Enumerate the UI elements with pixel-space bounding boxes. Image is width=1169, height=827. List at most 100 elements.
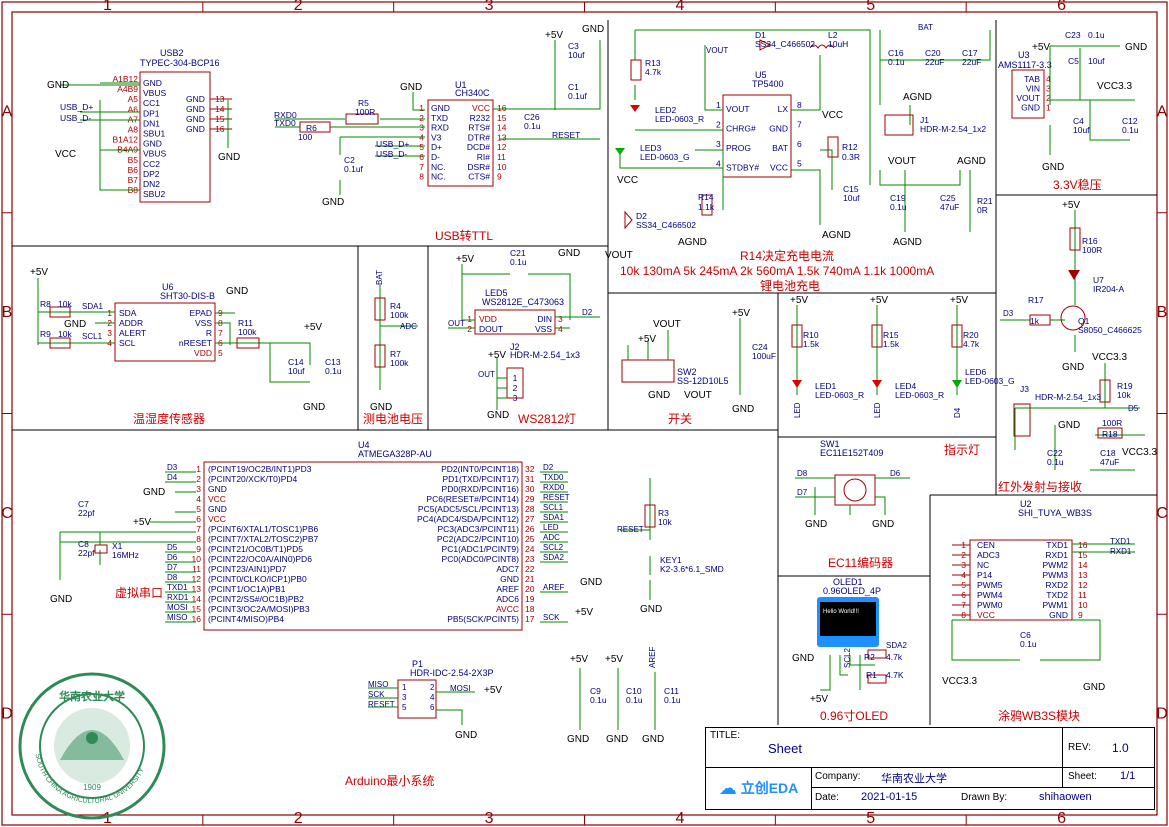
ch340-pin-number: 9 xyxy=(497,172,502,182)
frame-row-label: A xyxy=(2,103,13,120)
svg-text:GND: GND xyxy=(64,319,86,330)
svg-text:AGND: AGND xyxy=(903,92,932,103)
svg-text:VOUT: VOUT xyxy=(888,156,916,167)
svg-text:+5V: +5V xyxy=(1032,42,1050,53)
usb-pin-number: B1A12 xyxy=(112,135,138,145)
svg-text:+5V: +5V xyxy=(638,334,656,345)
svg-text:K2-3.6*6.1_SMD: K2-3.6*6.1_SMD xyxy=(660,564,724,574)
svg-text:VOUT: VOUT xyxy=(684,390,712,401)
frame-col-label: 2 xyxy=(294,810,303,827)
wb3s-pin-name: PWM0 xyxy=(977,600,1003,610)
frame-col-label: 2 xyxy=(294,0,303,14)
mcu-net-label: TXD0 xyxy=(543,473,564,482)
ch340-pin-number: 13 xyxy=(497,132,507,142)
ch340-pin-name: DTR# xyxy=(468,132,490,142)
svg-text:C17: C17 xyxy=(962,48,978,58)
svg-text:0.3R: 0.3R xyxy=(842,152,860,162)
ch340-pin-number: 15 xyxy=(497,113,507,123)
svg-text:J2: J2 xyxy=(510,342,520,352)
svg-text:J3: J3 xyxy=(1020,384,1029,394)
mcu-pin-name: PC6(RESET#/PCINT14) xyxy=(426,494,519,504)
svg-text:R7: R7 xyxy=(390,349,401,359)
svg-text:IR204-A: IR204-A xyxy=(1093,284,1125,294)
svg-text:R10: R10 xyxy=(803,330,819,340)
svg-text:GND: GND xyxy=(303,402,325,413)
svg-text:+5V: +5V xyxy=(545,30,563,41)
svg-text:0.1u: 0.1u xyxy=(664,695,681,705)
sht-pin-name: SCL xyxy=(119,338,136,348)
charger-pin-name: STDBY# xyxy=(726,163,759,173)
svg-text:+5V: +5V xyxy=(484,685,502,696)
svg-text:HDR-IDC-2.54-2X3P: HDR-IDC-2.54-2X3P xyxy=(410,668,494,678)
svg-text:1k: 1k xyxy=(1030,316,1040,326)
j2-pin-number: 2 xyxy=(513,383,518,393)
svg-text:U6: U6 xyxy=(162,282,174,292)
sht-pin-name: VDD xyxy=(194,348,212,358)
mcu-pin-number: 6 xyxy=(196,514,201,524)
charger-pin-name: LX xyxy=(778,104,789,114)
frame-row-label: C xyxy=(1,505,13,522)
svg-text:SCL2: SCL2 xyxy=(843,647,852,668)
mcu-net-label: SDA1 xyxy=(543,513,564,522)
ch340-pin-name: RXD xyxy=(431,123,449,133)
svg-text:C4: C4 xyxy=(1073,116,1084,126)
svg-text:C10: C10 xyxy=(626,686,642,696)
mcu-pin-number: 32 xyxy=(525,464,535,474)
mcu-pin-number: 3 xyxy=(196,484,201,494)
ch340-pin-name: R232 xyxy=(470,113,491,123)
mcu-pin-number: 27 xyxy=(525,514,535,524)
svg-text:10k: 10k xyxy=(58,329,72,339)
company-label: Company: xyxy=(815,771,861,782)
svg-text:ADC: ADC xyxy=(400,322,417,331)
mcu-pin-name: PC3(ADC3/PCINT11) xyxy=(437,524,519,534)
svg-text:SS34_C466502: SS34_C466502 xyxy=(636,220,696,230)
svg-text:SDA2: SDA2 xyxy=(886,641,907,650)
svg-text:U5: U5 xyxy=(755,70,767,80)
mcu-pin-name: PD2(INT0/PCINT18) xyxy=(441,464,519,474)
mcu-net-label: LED xyxy=(543,523,559,532)
j2-pin-number: 1 xyxy=(513,373,518,383)
svg-text:R19: R19 xyxy=(1117,381,1133,391)
ir-transceiver: R16 100R U7 IR204-A R17 1k Q1 S8050_C466… xyxy=(1000,200,1157,471)
section-title-charge-li: 锂电池充电 xyxy=(760,278,820,293)
usb-pin-name: GND xyxy=(143,78,162,88)
svg-text:+5V: +5V xyxy=(456,254,474,265)
mcu-pin-number: 9 xyxy=(196,544,201,554)
svg-text:0.1u: 0.1u xyxy=(524,121,541,131)
svg-text:4.7K: 4.7K xyxy=(886,670,904,680)
mcu-net-label: D4 xyxy=(167,473,178,482)
svg-text:+5V: +5V xyxy=(1062,200,1080,211)
svg-text:R3: R3 xyxy=(658,508,669,518)
svg-text:100k: 100k xyxy=(390,358,409,368)
section-title-wb3s: 涂鸦WB3S模块 xyxy=(998,708,1080,723)
svg-text:0.1u: 0.1u xyxy=(325,366,342,376)
ch340-pin-name: RTS# xyxy=(468,123,490,133)
svg-text:RESET: RESET xyxy=(617,525,644,534)
mcu-net-label: D6 xyxy=(167,553,178,562)
svg-text:0.1u: 0.1u xyxy=(1047,457,1064,467)
svg-text:10uf: 10uf xyxy=(843,193,860,203)
svg-text:R17: R17 xyxy=(1028,295,1044,305)
svg-text:VCC: VCC xyxy=(617,175,638,186)
section-title-usb: USB转TTL xyxy=(435,228,493,243)
svg-text:10k: 10k xyxy=(1117,390,1131,400)
svg-text:LED2: LED2 xyxy=(655,105,677,115)
svg-text:C20: C20 xyxy=(925,48,941,58)
mcu-net-label: TXD1 xyxy=(167,583,188,592)
svg-text:100R: 100R xyxy=(1102,418,1122,428)
mcu-pin-name: (PCINT22/OC0A/AIN0)PD6 xyxy=(208,554,312,564)
svg-text:AGND: AGND xyxy=(893,237,922,248)
ch340-pin-name: RI# xyxy=(477,152,491,162)
svg-text:0.1u: 0.1u xyxy=(1122,125,1139,135)
svg-text:0.1u: 0.1u xyxy=(888,57,905,67)
usb-pin-name: CC1 xyxy=(143,98,160,108)
mcu-pin-number: 15 xyxy=(192,604,202,614)
svg-text:+5V: +5V xyxy=(605,654,623,665)
svg-text:10uf: 10uf xyxy=(288,366,305,376)
ws-pin-number: 2 xyxy=(467,324,472,334)
mcu-pin-number: 26 xyxy=(525,524,535,534)
mcu-pin-number: 11 xyxy=(192,564,201,574)
mcu-pin-number: 17 xyxy=(525,614,535,624)
svg-text:47uF: 47uF xyxy=(940,202,959,212)
